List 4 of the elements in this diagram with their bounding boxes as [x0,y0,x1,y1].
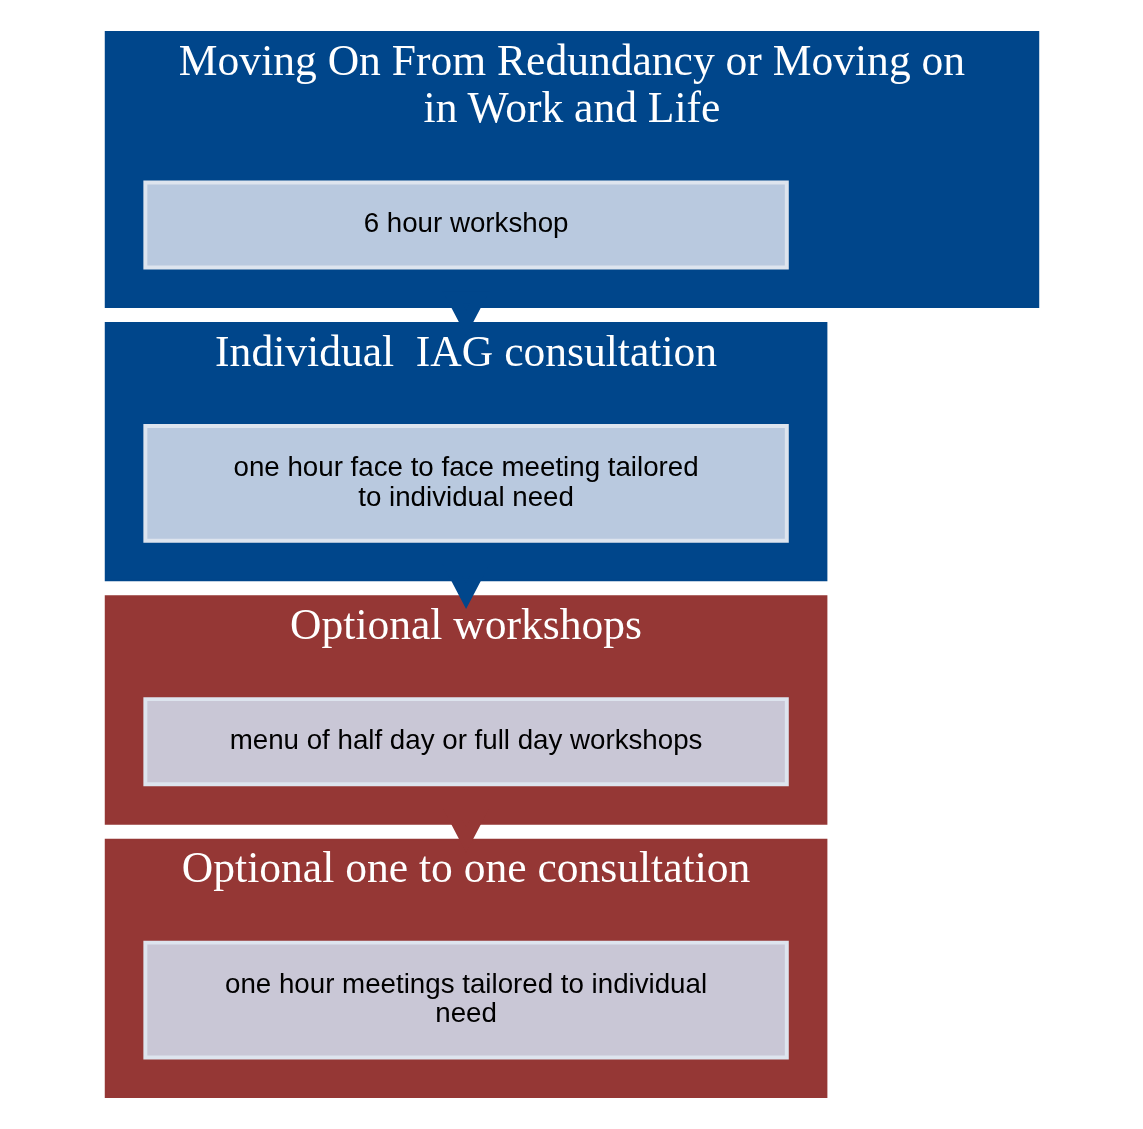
node-box: 6 hour workshop [142,180,789,270]
node-box: menu of half day or full day workshops [142,697,789,787]
node-box: one hour face to face meeting tailored to individual need [142,423,789,543]
node-box: one hour meetings tailored to individual need [142,940,789,1060]
